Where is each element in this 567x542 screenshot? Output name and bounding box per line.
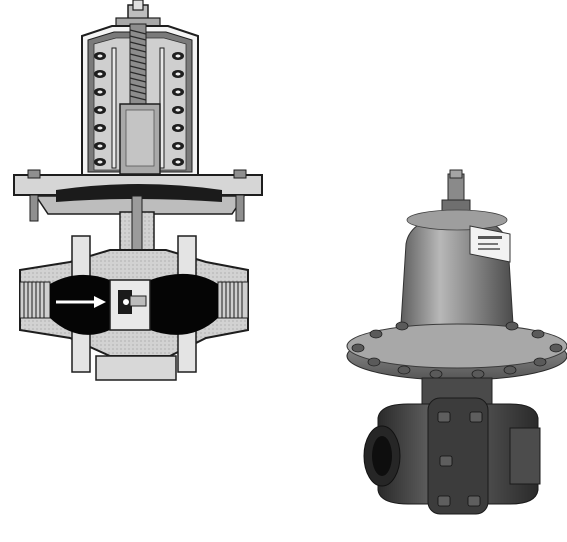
threaded-stem: [129, 23, 147, 105]
flange-bolts: [351, 321, 563, 379]
nameplate: [469, 225, 511, 263]
flow-chamber-outlet: [150, 273, 218, 335]
regulator-exterior-view: [330, 160, 567, 542]
spring-coils-left: [94, 52, 106, 166]
valve-disc: [109, 279, 151, 331]
arrow-right-icon: [56, 296, 106, 308]
outlet-port-threads: [217, 281, 249, 319]
bonnet-dome: [399, 209, 515, 341]
outlet-port-exterior: [509, 427, 541, 485]
adjusting-screw: [115, 0, 161, 27]
regulator-cutaway-diagram: [0, 0, 290, 400]
body-bolts: [437, 411, 483, 507]
valve-body-exterior: [377, 377, 539, 515]
diaphragm-flange: [13, 169, 263, 222]
exterior-svg: [346, 169, 567, 515]
spring-coils-right: [172, 52, 184, 166]
guide-rods: [111, 47, 165, 169]
inlet-port-threads: [19, 281, 51, 319]
inlet-port-exterior: [363, 425, 401, 487]
adjusting-screw-exterior: [441, 169, 471, 213]
spring-piston: [119, 103, 161, 175]
cutaway-svg: [13, 0, 263, 381]
flow-chamber-inlet: [50, 274, 110, 335]
